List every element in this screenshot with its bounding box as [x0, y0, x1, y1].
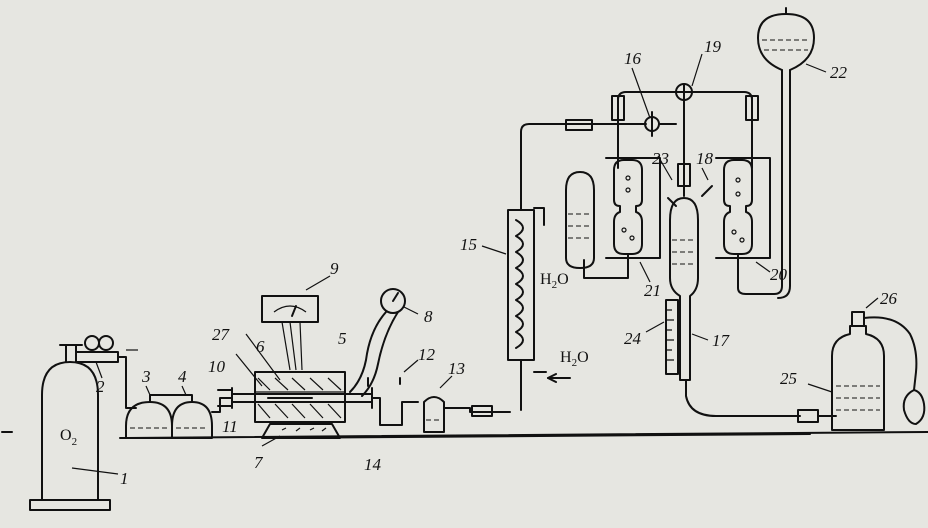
label-26: 26: [880, 289, 898, 308]
label-23: 23: [652, 149, 669, 168]
part-labels: 1 2 3 4 5 6 7 8 9 10 11 12 13 14 15 16 1…: [96, 37, 898, 488]
oxygen-label: O2: [60, 427, 77, 448]
gas-line: [520, 91, 759, 199]
absorption-pipette-left: [565, 157, 661, 283]
label-3: 3: [141, 367, 151, 386]
manometer: [349, 288, 419, 397]
water-inlet-label: H2O: [560, 349, 589, 369]
bench-line: [1, 431, 928, 439]
leveling-bulb: [757, 7, 827, 73]
label-6: 6: [256, 337, 265, 356]
stopcocks: [631, 53, 713, 207]
label-20: 20: [770, 265, 788, 284]
label-4: 4: [178, 367, 187, 386]
label-5: 5: [338, 329, 347, 348]
label-15: 15: [460, 235, 477, 254]
condenser: [481, 197, 571, 411]
label-12: 12: [418, 345, 436, 364]
pressure-reducer: [75, 335, 138, 409]
wash-bottles: [125, 385, 233, 439]
label-9: 9: [330, 259, 339, 278]
label-17: 17: [712, 331, 731, 350]
label-7: 7: [254, 453, 264, 472]
label-25: 25: [780, 369, 797, 388]
absorber-vessel: [367, 359, 511, 433]
label-16: 16: [624, 49, 642, 68]
label-18: 18: [696, 149, 714, 168]
water-vessel-label: H2O: [540, 271, 569, 291]
aspirator-bottle: [807, 297, 926, 431]
label-8: 8: [424, 307, 433, 326]
label-27: 27: [212, 325, 231, 344]
label-2: 2: [96, 377, 105, 396]
label-1: 1: [120, 469, 129, 488]
absorption-pipette-right: [715, 69, 791, 299]
label-10: 10: [208, 357, 226, 376]
label-24: 24: [624, 329, 642, 348]
burner: [261, 423, 341, 447]
label-14: 14: [364, 455, 382, 474]
chemical-labels: O2 H2O H2O: [60, 271, 589, 448]
gas-burette: [645, 197, 819, 423]
label-19: 19: [704, 37, 722, 56]
oxygen-cylinder: [29, 344, 119, 511]
label-13: 13: [448, 359, 465, 378]
galvanometer: [261, 275, 331, 371]
label-21: 21: [644, 281, 661, 300]
tube-furnace: [217, 333, 373, 423]
label-22: 22: [830, 63, 848, 82]
label-11: 11: [222, 417, 238, 436]
